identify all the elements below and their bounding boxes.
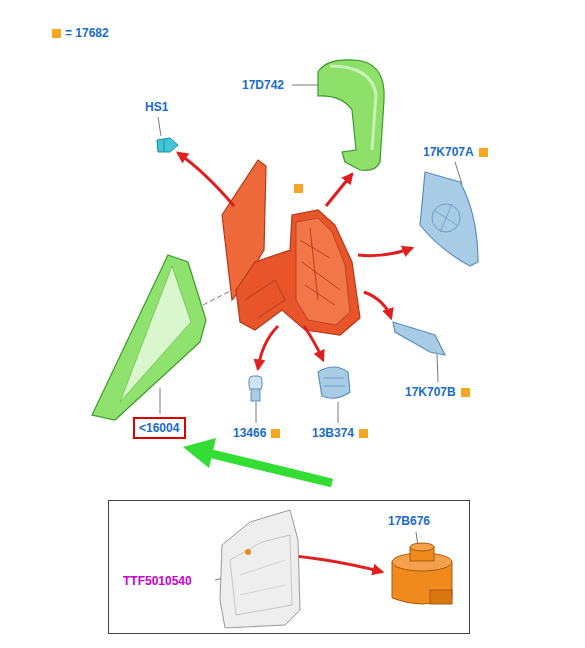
part-number: 17K707B xyxy=(405,385,456,399)
mirror-motor xyxy=(392,543,452,604)
reference-box: <16004 xyxy=(133,417,186,439)
part-number: 13466 xyxy=(233,426,266,440)
part-number-group: HS1 xyxy=(145,100,168,114)
mirror-cap xyxy=(318,60,384,171)
legend-text: = 17682 xyxy=(65,26,109,40)
door-panel xyxy=(220,510,300,628)
kit-marker xyxy=(461,388,470,397)
mirror-glass xyxy=(420,172,478,266)
part-number-group: 13B374 xyxy=(312,426,368,440)
part-number: 17B676 xyxy=(388,514,430,528)
part-number-group: 13466 xyxy=(233,426,280,440)
assembly-arrows xyxy=(178,153,412,572)
blind-spot-glass xyxy=(393,322,445,355)
part-number: 17D742 xyxy=(242,78,284,92)
part-number-group: 17K707A xyxy=(423,145,488,159)
part-number: 13B374 xyxy=(312,426,354,440)
reference-number: <16004 xyxy=(139,421,179,435)
clip xyxy=(157,138,178,152)
highlight-arrow xyxy=(183,438,332,483)
mirror-outer-cover xyxy=(92,255,206,420)
part-number: HS1 xyxy=(145,100,168,114)
bulb xyxy=(249,376,262,401)
inset-frame: TTF5010540 17B676 xyxy=(108,500,470,634)
leader-lines xyxy=(158,85,462,580)
mirror-housing xyxy=(222,160,360,335)
kit-marker xyxy=(359,429,368,438)
legend-swatch xyxy=(52,29,61,38)
kit-marker xyxy=(271,429,280,438)
kit-marker xyxy=(479,148,488,157)
part-number-group: 17K707B xyxy=(405,385,470,399)
part-number: TTF5010540 xyxy=(123,574,192,588)
legend-item: = 17682 xyxy=(52,26,109,40)
lamp xyxy=(318,367,350,398)
part-number-group: 17D742 xyxy=(242,78,284,92)
part-number: 17K707A xyxy=(423,145,474,159)
